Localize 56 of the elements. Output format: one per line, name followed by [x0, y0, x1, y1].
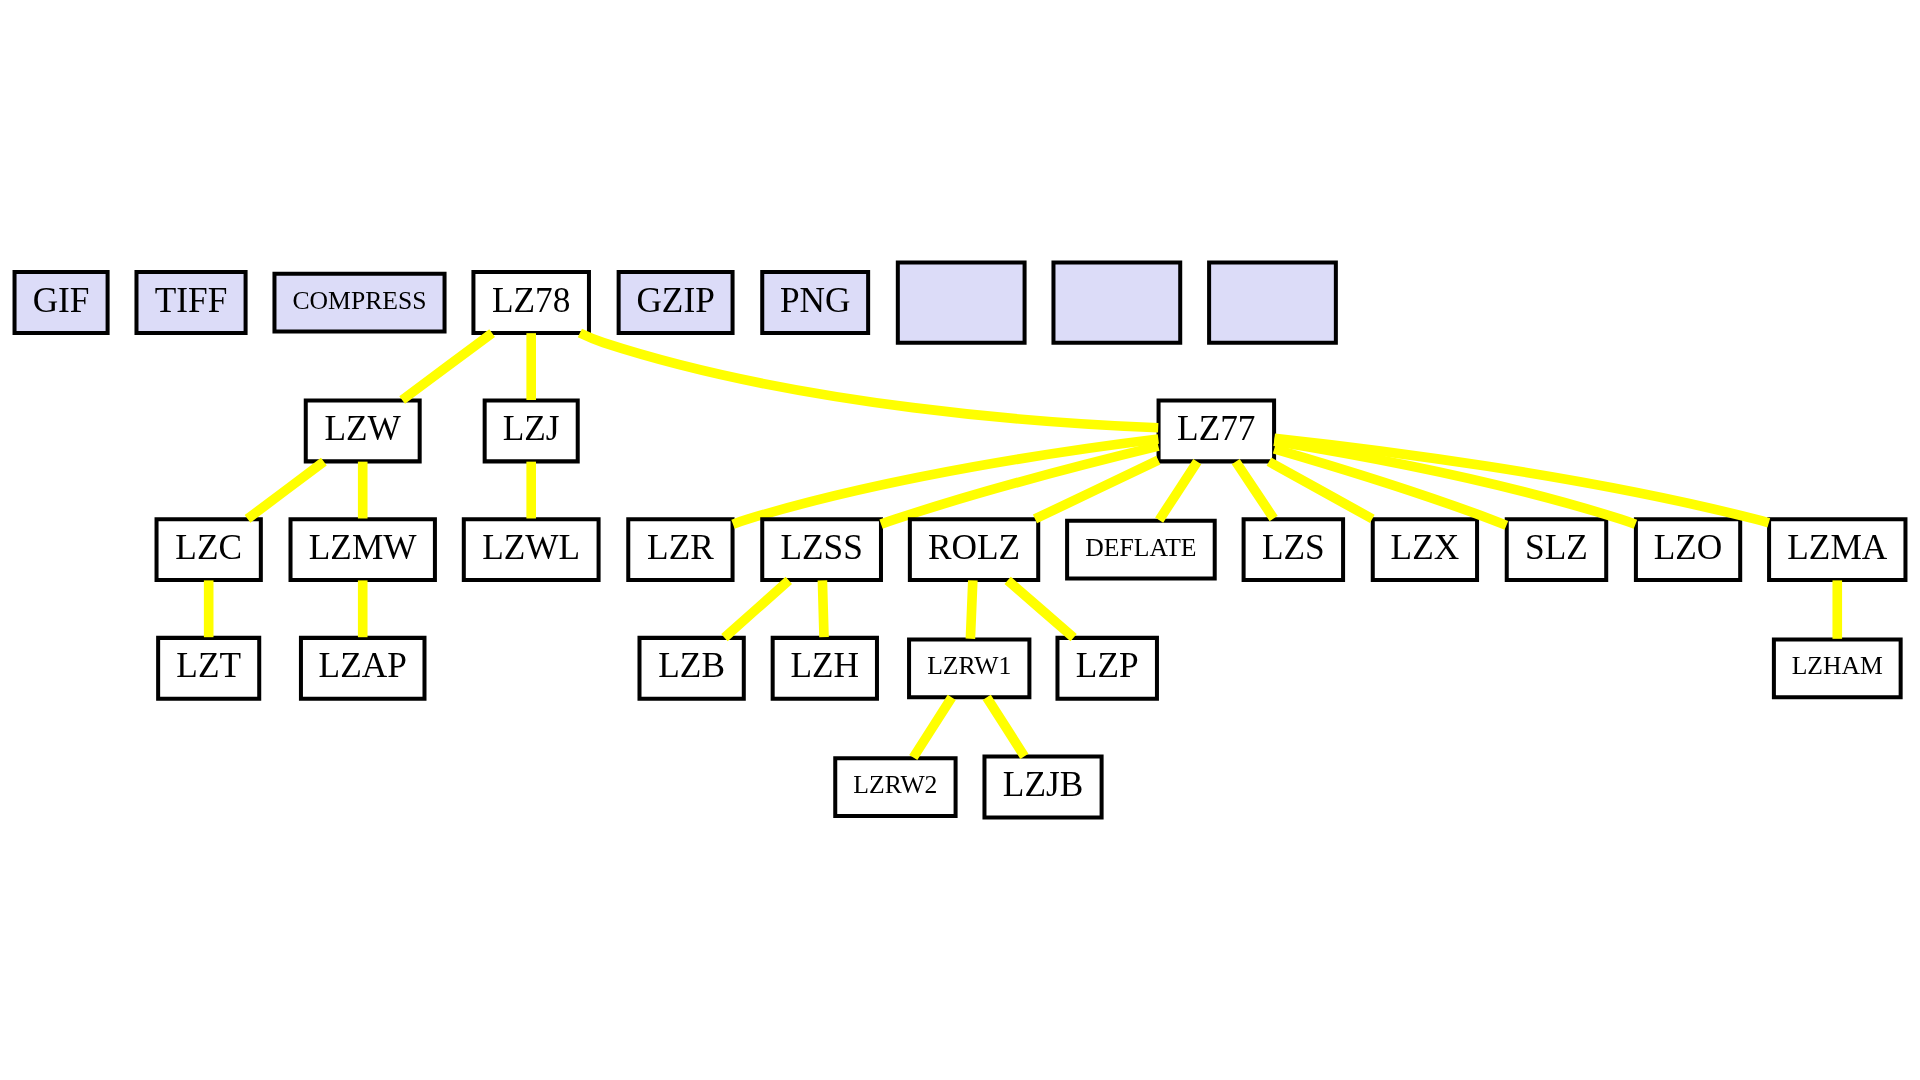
connector [357, 580, 368, 638]
node-box [1051, 260, 1183, 345]
node-box: LZP [1055, 635, 1159, 701]
node-box: GZIP [616, 270, 735, 336]
connector [1004, 576, 1077, 642]
connector [203, 580, 214, 638]
node-box: LZRW1 [907, 637, 1032, 700]
connector [982, 694, 1029, 759]
node-box: COMPRESS [272, 271, 447, 334]
node-box: LZMA [1767, 517, 1908, 583]
connector [399, 329, 495, 404]
node-box: LZHAM [1771, 637, 1903, 700]
connector [357, 461, 368, 519]
connector [965, 580, 978, 639]
node-box [895, 260, 1027, 345]
node-box: SLZ [1504, 517, 1609, 583]
node-box: LZW [303, 398, 422, 464]
node-box: LZJB [982, 754, 1104, 820]
node-box: ROLZ [907, 517, 1041, 583]
node-box: DEFLATE [1065, 518, 1217, 581]
node-box: LZS [1241, 517, 1346, 583]
node-box: LZWL [461, 517, 601, 583]
connector [1032, 455, 1161, 524]
node-box: LZR [626, 517, 735, 583]
node-box: LZ77 [1156, 398, 1277, 464]
node-box [1207, 260, 1338, 345]
node-box: GIF [12, 270, 110, 336]
node-box: LZMW [288, 517, 437, 583]
node-box: TIFF [134, 270, 248, 336]
node-box: LZAP [298, 635, 427, 701]
connector [1273, 433, 1771, 528]
connector [1266, 457, 1375, 524]
node-box: LZSS [760, 517, 883, 583]
connector [1832, 580, 1843, 639]
node-box: LZJ [482, 398, 580, 464]
node-box: LZH [770, 635, 879, 701]
connector [1155, 459, 1202, 523]
connector [1272, 444, 1509, 530]
node-box: LZRW2 [833, 756, 958, 818]
connector [526, 333, 536, 400]
connector [721, 576, 792, 642]
connector [731, 434, 1159, 529]
node-box: PNG [760, 270, 871, 336]
connector [879, 441, 1160, 529]
node-box: LZX [1370, 517, 1480, 583]
node-box: LZC [154, 517, 263, 583]
connector [1231, 458, 1278, 522]
connector [526, 461, 536, 519]
node-box: LZB [637, 635, 746, 701]
connector [909, 694, 956, 761]
connector [244, 457, 327, 523]
node-box: LZO [1633, 517, 1743, 583]
connector [577, 328, 1159, 433]
node-box: LZT [156, 635, 262, 701]
connector [817, 580, 829, 638]
node-box: LZ78 [471, 270, 591, 336]
